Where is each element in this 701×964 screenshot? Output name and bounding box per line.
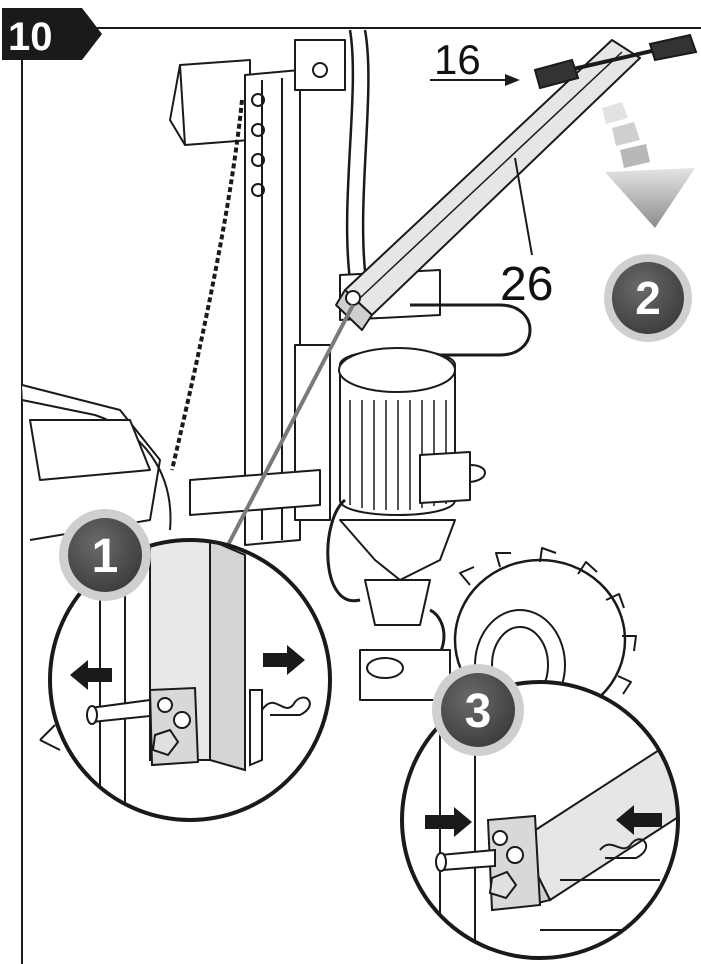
detail-1-arrows <box>70 645 305 690</box>
lever-arm <box>335 39 641 331</box>
callout-16: 16 <box>430 36 520 86</box>
step-circle-2: 2 <box>604 254 692 342</box>
step-circle-1-label: 1 <box>92 530 119 583</box>
detail-3-arrows <box>425 805 662 837</box>
detail-view-1 <box>48 538 332 822</box>
step-circle-3: 3 <box>432 664 524 756</box>
step-circle-2-label: 2 <box>635 272 661 324</box>
step-number: 10 <box>8 15 53 59</box>
detail-leader-lines <box>226 304 355 546</box>
step-number-badge: 10 <box>2 8 102 60</box>
callout-26-label: 26 <box>500 258 553 311</box>
rotation-arrow <box>602 102 695 228</box>
page-frame <box>21 27 701 964</box>
step-circle-1: 1 <box>59 509 151 601</box>
callout-26: 26 <box>500 157 553 311</box>
callout-16-label: 16 <box>434 36 481 83</box>
step-circle-3-label: 3 <box>465 685 492 738</box>
handle-rod <box>533 33 698 90</box>
